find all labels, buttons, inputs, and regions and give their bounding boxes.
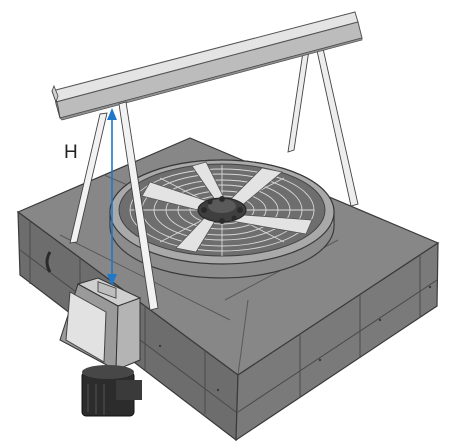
dimension-label: H — [64, 142, 78, 163]
motor — [81, 365, 142, 417]
hub-bolts — [201, 196, 243, 224]
i-beam — [51, 11, 363, 121]
access-handle — [45, 251, 52, 273]
leg-back-left — [287, 49, 310, 153]
control-box — [59, 277, 142, 371]
leg-front-left — [69, 112, 108, 244]
fan-blades — [141, 161, 313, 253]
control-box-door — [65, 291, 107, 363]
fan-assembly — [109, 159, 335, 279]
leg-back-right — [315, 43, 359, 207]
dimension-arrow-bottom — [107, 274, 117, 286]
leg-front-right — [118, 101, 159, 311]
lifting-frame — [51, 11, 363, 311]
height-dimension: H — [64, 108, 117, 286]
dimension-arrow-top — [107, 108, 117, 120]
housing-side-face — [235, 241, 439, 441]
